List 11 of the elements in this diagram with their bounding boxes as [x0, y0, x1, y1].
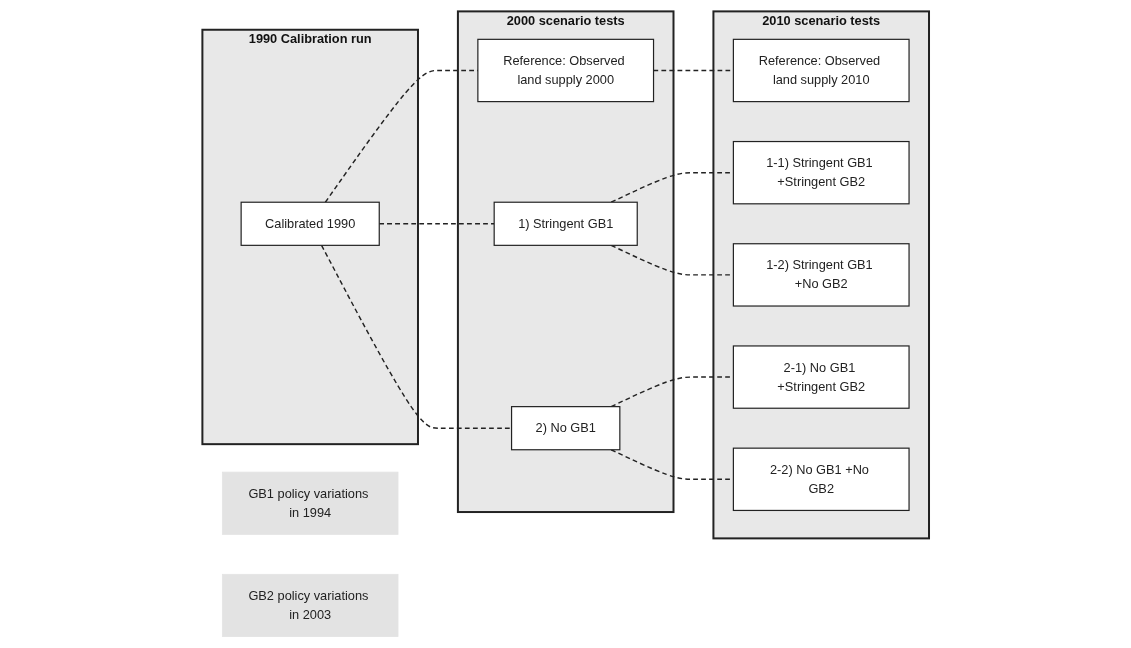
- node-box: 1-2) Stringent GB1 +No GB2: [732, 243, 910, 307]
- node-box: Reference: Observed land supply 2000: [477, 38, 654, 103]
- node-box: Reference: Observed land supply 2010: [732, 38, 910, 103]
- node-box: 2-1) No GB1 +Stringent GB2: [732, 345, 910, 409]
- node-box: 1-1) Stringent GB1 +Stringent GB2: [732, 140, 910, 205]
- node-box: 1) Stringent GB1: [493, 201, 638, 246]
- node-box: GB2 policy variations in 2003: [221, 573, 399, 637]
- node-box: 2-2) No GB1 +No GB2: [732, 447, 910, 512]
- node-box: 2) No GB1: [510, 406, 621, 451]
- node-box: Calibrated 1990: [240, 201, 380, 246]
- node-box: GB1 policy variations in 1994: [221, 471, 399, 535]
